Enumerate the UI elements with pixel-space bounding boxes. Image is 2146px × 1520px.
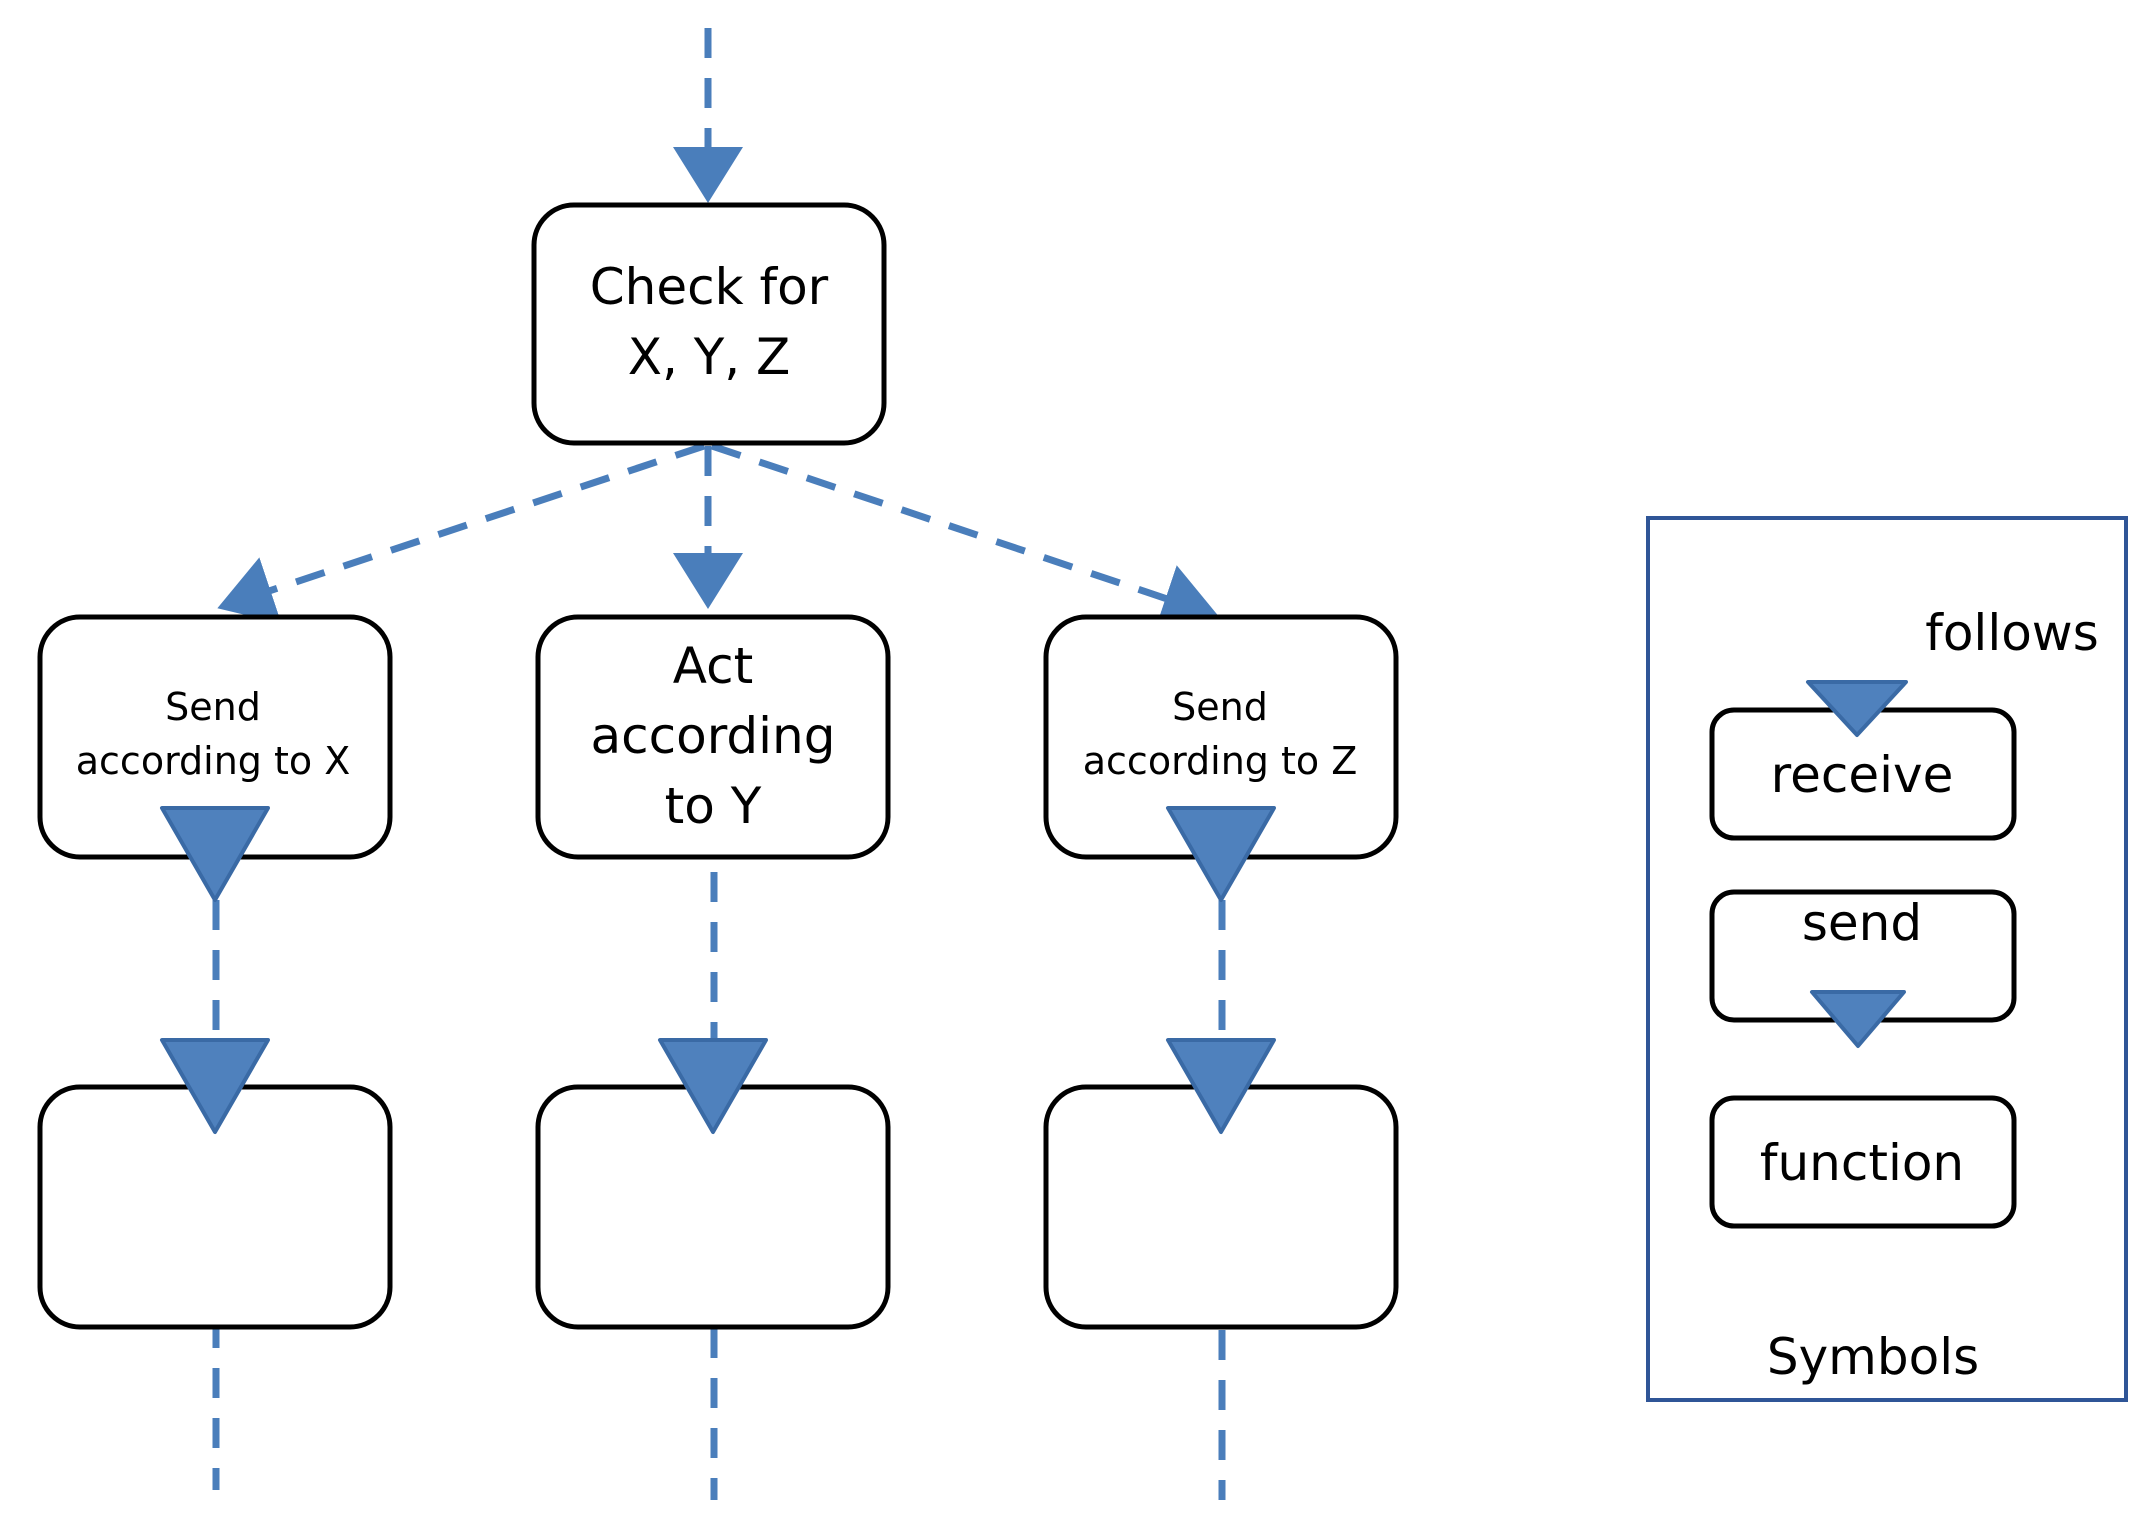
send-z-label-line2: according to Z (1083, 739, 1358, 783)
receive-z-triangle (1166, 1038, 1276, 1134)
follows-connectors (212, 28, 1887, 1500)
legend-title: Symbols (1767, 1328, 1979, 1386)
legend-receive-triangle (1806, 680, 1908, 737)
check-label-line2: X, Y, Z (628, 328, 791, 386)
send-z-triangle (1166, 806, 1276, 902)
legend-function-box (1709, 1095, 2017, 1229)
legend-receive-label: receive (1771, 746, 1954, 804)
connector-check-to-send-x (217, 442, 706, 624)
send-x-label-line2: according to X (76, 739, 351, 783)
send-x-label-line1: Send (165, 685, 261, 729)
legend-send-label: send (1802, 894, 1922, 952)
check-box (531, 202, 887, 446)
receive-y-triangle (658, 1038, 768, 1134)
send-z-label-line1: Send (1172, 685, 1268, 729)
check-label-line1: Check for (590, 258, 829, 316)
send-x-triangle (160, 806, 270, 902)
legend-send-triangle (1810, 990, 1906, 1048)
connector-check-to-send-z (710, 442, 1219, 632)
act-y-label-line2: according (591, 707, 836, 765)
act-y-label-line1: Act (673, 637, 753, 695)
act-y-label-line3: to Y (665, 777, 762, 835)
act-y-box (535, 614, 891, 860)
receive-x-triangle (160, 1038, 270, 1134)
legend-function-label: function (1760, 1134, 1964, 1192)
legend-follows-label: follows (1925, 604, 2099, 662)
